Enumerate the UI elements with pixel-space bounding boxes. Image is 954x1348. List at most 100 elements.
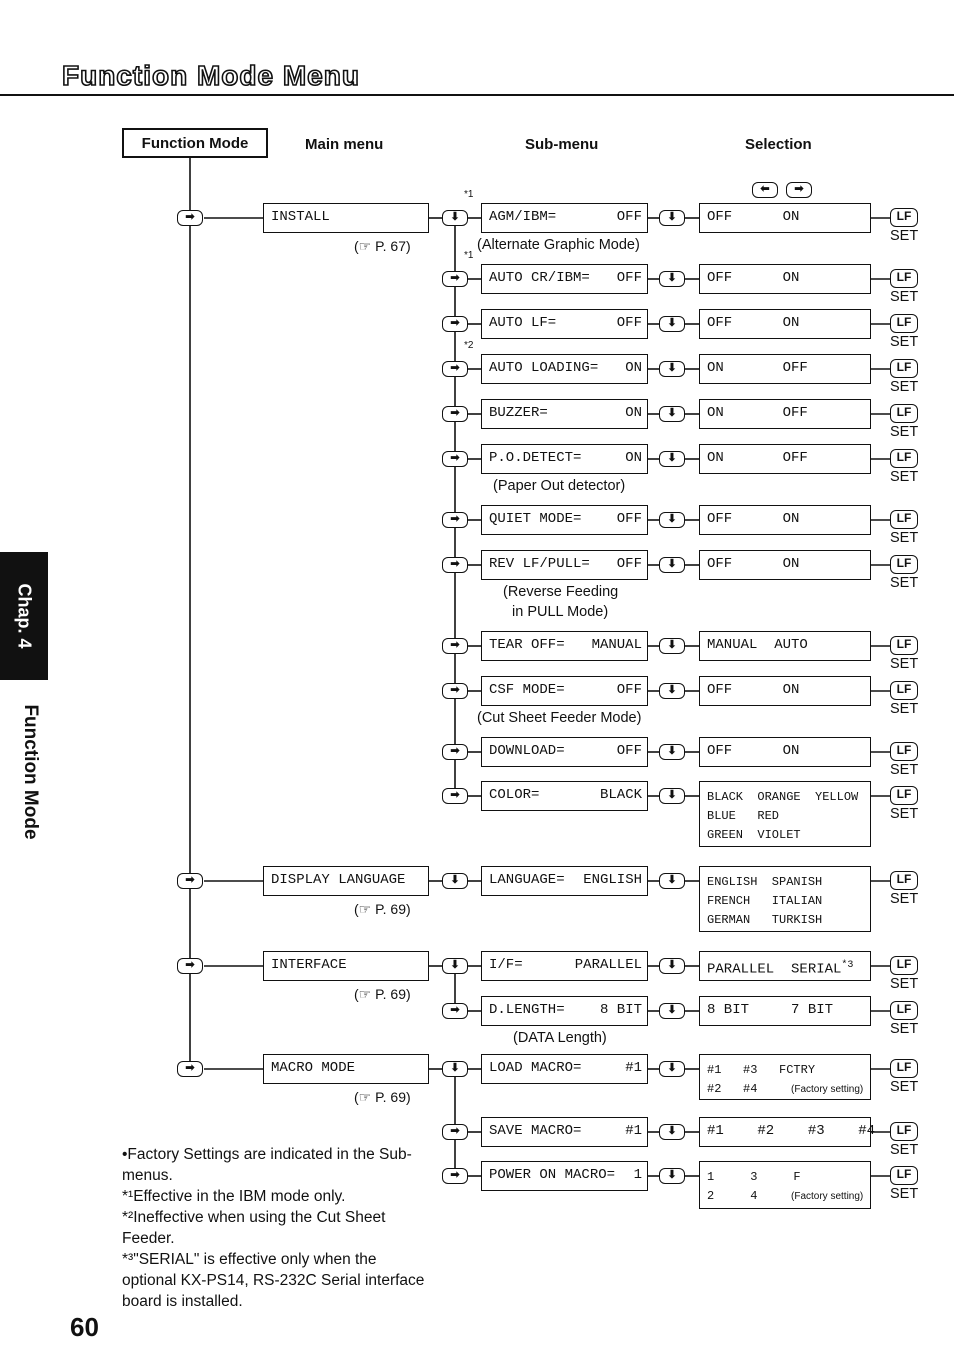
page-reference: (☞ P. 69) bbox=[354, 1089, 411, 1105]
down-arrow-key-icon: ⬇ bbox=[659, 406, 685, 422]
sub-menu-value: OFF bbox=[616, 511, 642, 527]
selection-option-line: ON OFF bbox=[707, 360, 808, 376]
sub-menu-value: ON bbox=[625, 450, 642, 466]
footnote-mark: *1 bbox=[464, 189, 474, 200]
factory-setting-note: (Factory setting) bbox=[791, 1084, 864, 1095]
selection-option-line: BLUE RED bbox=[707, 809, 780, 823]
lf-key-icon: LF bbox=[890, 742, 918, 761]
sub-menu-item: I/F=PARALLEL bbox=[481, 951, 648, 981]
lf-key-icon: LF bbox=[890, 314, 918, 333]
set-label: SET bbox=[890, 424, 919, 440]
sub-menu-value: OFF bbox=[616, 209, 642, 225]
selection-options: 1 3 F 2 4 (Factory setting) bbox=[699, 1161, 871, 1209]
sub-menu-name: AUTO LF= bbox=[489, 315, 557, 331]
selection-option-line: ON OFF bbox=[707, 405, 808, 421]
sub-menu-name: D.LENGTH= bbox=[489, 1002, 565, 1018]
selection-options: #1 #3 FCTRY#2 #4(Factory setting) bbox=[699, 1054, 871, 1100]
sub-menu-item: LANGUAGE=ENGLISH bbox=[481, 866, 648, 896]
set-label: SET bbox=[890, 976, 919, 992]
sub-menu-value: #1 bbox=[625, 1123, 642, 1139]
sub-menu-name: AUTO LOADING= bbox=[489, 360, 599, 376]
sub-menu-arrow-right-icon: ➡ bbox=[442, 744, 468, 760]
set-label: SET bbox=[890, 334, 919, 350]
down-arrow-key-icon: ⬇ bbox=[659, 1061, 685, 1077]
sub-menu-header: Sub-menu bbox=[525, 136, 599, 153]
lf-key-icon: LF bbox=[890, 208, 918, 227]
set-label: SET bbox=[890, 289, 919, 305]
page-title: Function Mode Menu bbox=[61, 59, 360, 92]
down-arrow-key-icon: ⬇ bbox=[659, 1124, 685, 1140]
sub-menu-name: CSF MODE= bbox=[489, 682, 565, 698]
selection-option-line: OFF ON bbox=[707, 743, 800, 759]
selection-option-line: MANUAL AUTO bbox=[707, 637, 808, 653]
set-label: SET bbox=[890, 228, 919, 244]
selection-option-line: 1 3 F bbox=[707, 1170, 801, 1184]
lf-key-icon: LF bbox=[890, 555, 918, 574]
sub-menu-arrow-right-icon: ➡ bbox=[442, 1124, 468, 1140]
down-arrow-key-icon: ⬇ bbox=[442, 210, 468, 226]
sub-menu-name: DOWNLOAD= bbox=[489, 743, 565, 759]
set-label: SET bbox=[890, 469, 919, 485]
down-arrow-key-icon: ⬇ bbox=[659, 361, 685, 377]
footnote-mark: *1 bbox=[464, 250, 474, 261]
selection-option-line: OFF ON bbox=[707, 511, 800, 527]
main-menu-item: DISPLAY LANGUAGE bbox=[263, 866, 429, 896]
set-label: SET bbox=[890, 1079, 919, 1095]
selection-options: OFF ON bbox=[699, 264, 871, 294]
footnote-2: *²Ineffective when using the Cut Sheet F… bbox=[122, 1209, 386, 1247]
footnote-mark: *2 bbox=[464, 340, 474, 351]
sub-menu-value: PARALLEL bbox=[574, 957, 642, 973]
right-arrow-key-icon: ➡ bbox=[786, 182, 812, 198]
sub-menu-name: AGM/IBM= bbox=[489, 209, 557, 225]
sub-menu-item: SAVE MACRO=#1 bbox=[481, 1117, 648, 1147]
sub-menu-description: (Reverse Feeding bbox=[503, 584, 619, 600]
page-reference: (☞ P. 69) bbox=[354, 901, 411, 917]
sub-menu-value: ON bbox=[625, 360, 642, 376]
sub-menu-value: 1 bbox=[633, 1167, 642, 1183]
selection-option-line: #2 #4 bbox=[707, 1082, 758, 1096]
selection-options: ON OFF bbox=[699, 444, 871, 474]
footnote-mark: *3 bbox=[841, 960, 854, 971]
page-reference: (☞ P. 67) bbox=[354, 238, 411, 254]
sub-menu-value: OFF bbox=[616, 315, 642, 331]
down-arrow-key-icon: ⬇ bbox=[659, 316, 685, 332]
down-arrow-key-icon: ⬇ bbox=[659, 788, 685, 804]
selection-option-line: 8 BIT 7 BIT bbox=[707, 1002, 834, 1018]
selection-option-line: 2 4 bbox=[707, 1189, 758, 1203]
sub-menu-description: (DATA Length) bbox=[513, 1030, 607, 1046]
down-arrow-key-icon: ⬇ bbox=[442, 1061, 468, 1077]
sub-menu-description: (Cut Sheet Feeder Mode) bbox=[477, 710, 642, 726]
selection-options: OFF ON bbox=[699, 505, 871, 535]
chapter-tab bbox=[0, 552, 48, 680]
lf-key-icon: LF bbox=[890, 449, 918, 468]
main-menu-item: INTERFACE bbox=[263, 951, 429, 981]
main-menu-item: INSTALL bbox=[263, 203, 429, 233]
lf-key-icon: LF bbox=[890, 681, 918, 700]
sub-menu-name: BUZZER= bbox=[489, 405, 548, 421]
lf-key-icon: LF bbox=[890, 404, 918, 423]
down-arrow-key-icon: ⬇ bbox=[442, 958, 468, 974]
sub-menu-name: AUTO CR/IBM= bbox=[489, 270, 590, 286]
lf-key-icon: LF bbox=[890, 359, 918, 378]
selection-option-line: OFF ON bbox=[707, 270, 800, 286]
selection-option-line: BLACK ORANGE YELLOW bbox=[707, 790, 859, 804]
sub-menu-arrow-right-icon: ➡ bbox=[442, 1168, 468, 1184]
down-arrow-key-icon: ⬇ bbox=[659, 451, 685, 467]
sub-menu-name: QUIET MODE= bbox=[489, 511, 582, 527]
sub-menu-item: QUIET MODE= OFF bbox=[481, 505, 648, 535]
sub-menu-item: TEAR OFF=MANUAL bbox=[481, 631, 648, 661]
down-arrow-key-icon: ⬇ bbox=[659, 638, 685, 654]
sub-menu-item: POWER ON MACRO= 1 bbox=[481, 1161, 648, 1191]
sub-menu-item: D.LENGTH=8 BIT bbox=[481, 996, 648, 1026]
selection-option-line: FRENCH ITALIAN bbox=[707, 894, 823, 908]
factory-setting-note: (Factory setting) bbox=[791, 1191, 864, 1202]
sub-menu-item: LOAD MACRO=#1 bbox=[481, 1054, 648, 1084]
sub-menu-arrow-right-icon: ➡ bbox=[442, 638, 468, 654]
main-menu-arrow-right-icon: ➡ bbox=[177, 873, 203, 889]
sub-menu-arrow-right-icon: ➡ bbox=[442, 1003, 468, 1019]
sub-menu-item: AUTO LF= OFF bbox=[481, 309, 648, 339]
sub-menu-value: BLACK bbox=[599, 787, 642, 803]
down-arrow-key-icon: ⬇ bbox=[659, 1003, 685, 1019]
sub-menu-name: POWER ON MACRO= bbox=[489, 1167, 616, 1183]
